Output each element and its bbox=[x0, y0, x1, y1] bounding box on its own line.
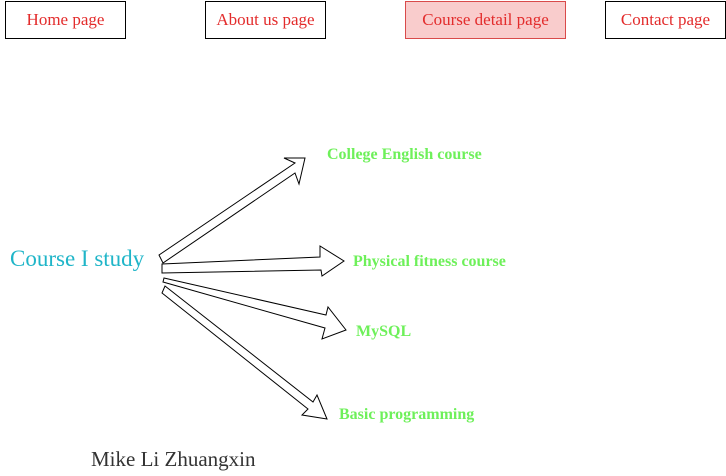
arrow-to-physical-fitness bbox=[161, 245, 345, 277]
arrow-to-college-english bbox=[158, 157, 306, 264]
course-college-english[interactable]: College English course bbox=[327, 146, 482, 163]
course-basic-programming[interactable]: Basic programming bbox=[339, 406, 475, 423]
course-mysql[interactable]: MySQL bbox=[356, 323, 412, 340]
course-physical-fitness[interactable]: Physical fitness course bbox=[353, 253, 506, 270]
nav-home-button[interactable]: Home page bbox=[5, 1, 126, 39]
author-name: Mike Li Zhuangxin bbox=[91, 447, 256, 471]
nav-contact-button[interactable]: Contact page bbox=[605, 1, 726, 39]
arrow-to-basic-programming bbox=[161, 285, 328, 420]
arrow-to-mysql bbox=[162, 277, 347, 340]
center-topic-label: Course I study bbox=[10, 246, 145, 271]
nav-about-button[interactable]: About us page bbox=[205, 1, 326, 39]
nav-course-detail-button[interactable]: Course detail page bbox=[405, 1, 566, 39]
